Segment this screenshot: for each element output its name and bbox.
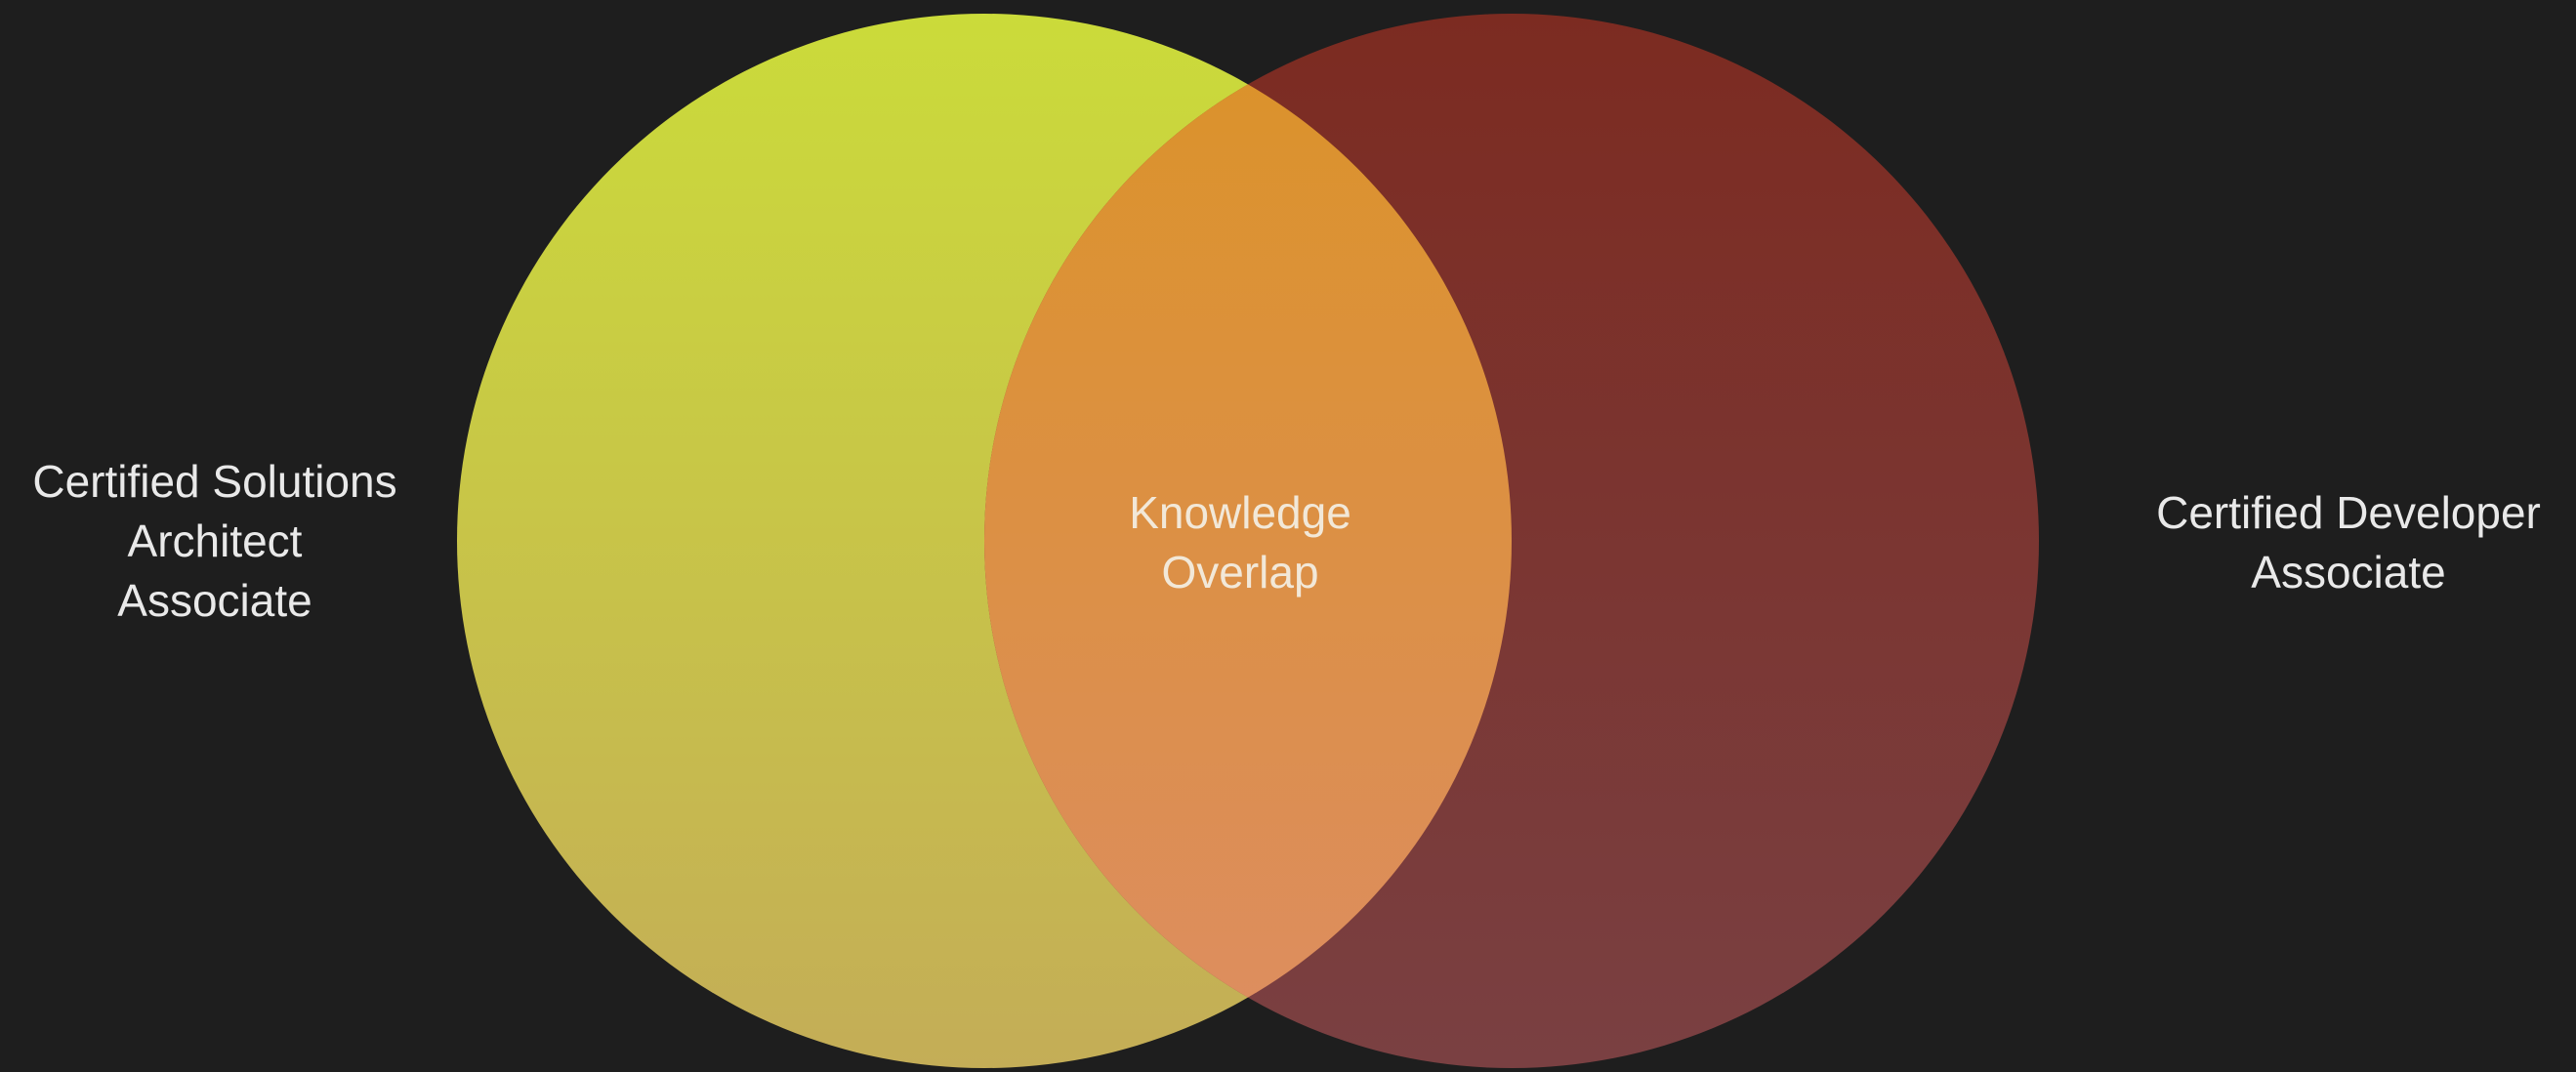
right-set-label: Certified Developer Associate bbox=[2119, 483, 2576, 602]
left-set-label-line-1: Certified Solutions bbox=[32, 456, 397, 507]
left-set-label: Certified Solutions Architect Associate bbox=[0, 452, 430, 631]
right-set-label-line-2: Associate bbox=[2251, 547, 2446, 598]
overlap-label-line-2: Overlap bbox=[1161, 547, 1319, 598]
overlap-label-line-1: Knowledge bbox=[1129, 487, 1351, 538]
left-set-label-line-2: Architect bbox=[127, 515, 303, 566]
overlap-label: Knowledge Overlap bbox=[1045, 483, 1435, 602]
overlap-region bbox=[984, 14, 1512, 1068]
left-set-label-line-3: Associate bbox=[117, 575, 312, 626]
right-set-label-line-1: Certified Developer bbox=[2156, 487, 2541, 538]
